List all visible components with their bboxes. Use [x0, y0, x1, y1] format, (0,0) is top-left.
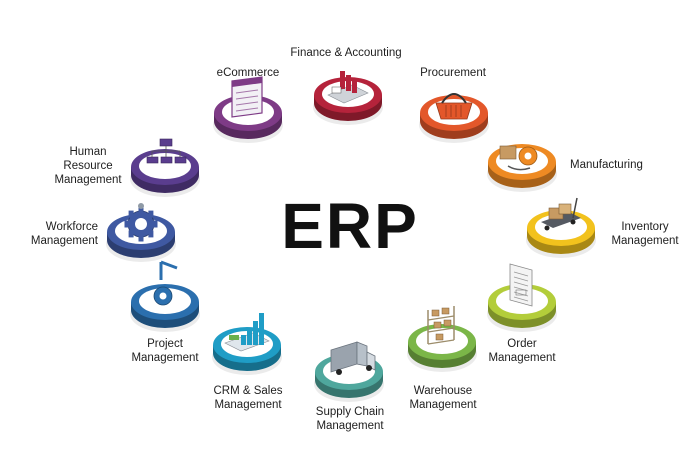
label-manufacturing: Manufacturing [570, 159, 643, 171]
shelves-icon [427, 306, 455, 345]
label-procurement: Procurement [420, 67, 486, 79]
project-gear-icon [153, 260, 178, 306]
disk-inventory [526, 197, 596, 258]
disk-ecommerce [213, 76, 283, 143]
disk-warehouse [407, 306, 477, 372]
disk-finance [313, 71, 383, 125]
disk-project [130, 260, 200, 332]
disk-manufacturing [487, 144, 557, 192]
workforce-gear-icon [124, 203, 158, 242]
label-finance: Finance & Accounting [290, 47, 402, 59]
label-ecommerce: eCommerce [216, 67, 280, 79]
org-chart-icon [146, 138, 187, 164]
disk-order [487, 263, 557, 332]
web-page-icon [231, 76, 263, 118]
gears-icon [499, 145, 538, 171]
disk-supply [314, 341, 384, 402]
disk-crm [212, 313, 282, 375]
invoice-icon [509, 263, 533, 307]
disk-workforce [106, 203, 176, 262]
disk-procurement [419, 93, 489, 143]
growth-chart-icon [224, 313, 270, 352]
basket-icon [435, 93, 473, 120]
center-title: ERP [281, 190, 419, 262]
bar-chart-icon [327, 71, 369, 104]
truck-icon [330, 341, 376, 375]
hand-truck-icon [541, 197, 581, 231]
disk-hr [130, 138, 200, 197]
